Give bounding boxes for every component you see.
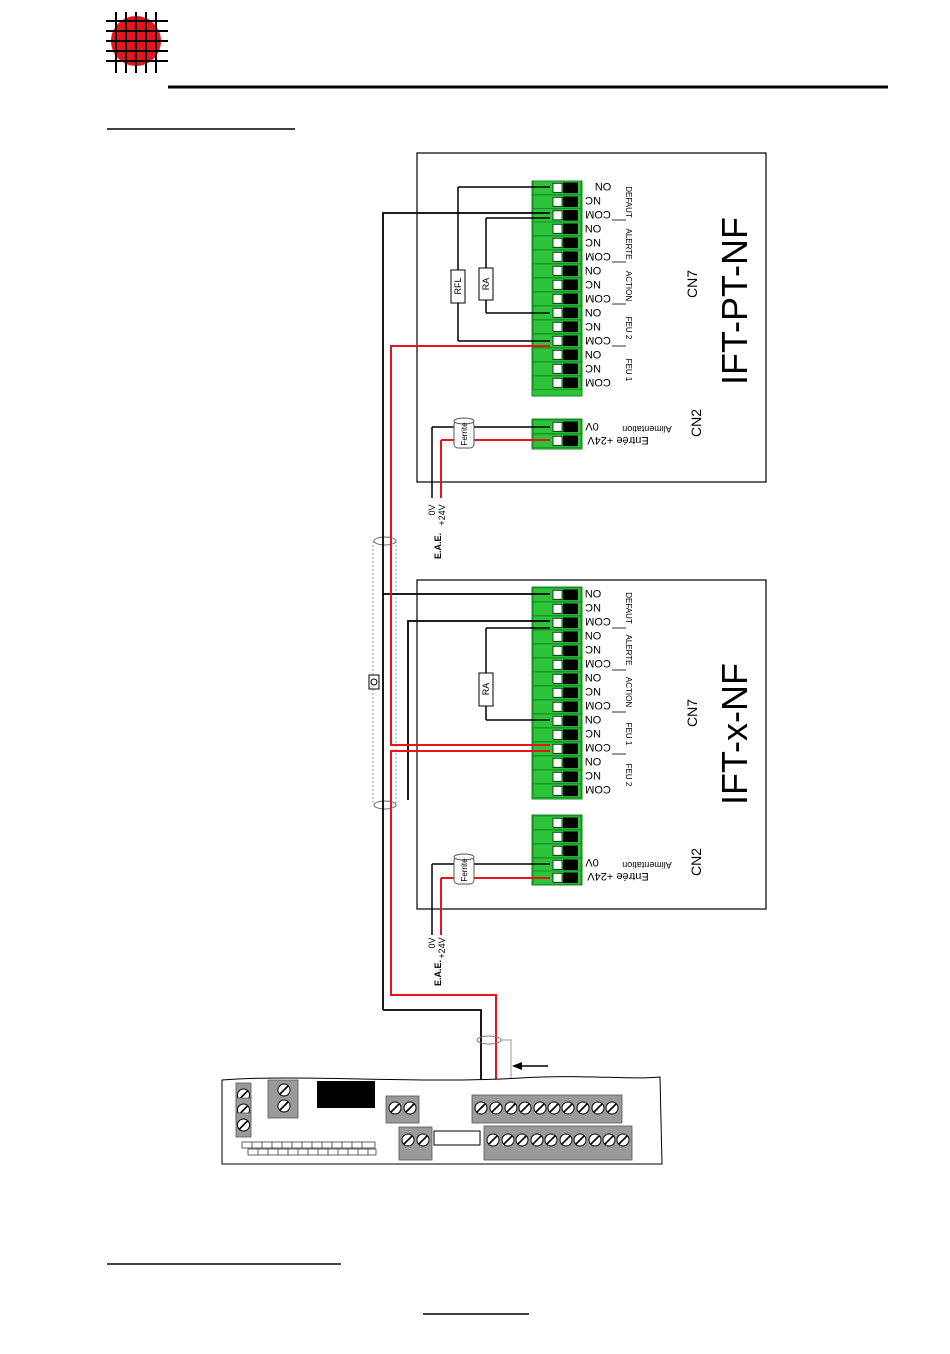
terminal-label: ON	[585, 306, 602, 318]
terminal-label: NC	[585, 769, 601, 781]
power-group-label: Alimentation	[622, 860, 672, 870]
terminal-label: COM	[585, 741, 611, 753]
cn7-terminal-labels: ON NC COM ON NC COM ON NC COM ON NC COM …	[585, 587, 611, 795]
svg-text:0V: 0V	[427, 937, 437, 948]
cn7-connector	[531, 586, 583, 800]
cn2-labels: 0V Entrée +24V Alimentation	[585, 420, 672, 446]
svg-text:+24V: +24V	[437, 504, 447, 525]
svg-text:E.A.E.: E.A.E.	[433, 533, 443, 559]
terminal-label: ON	[585, 755, 602, 767]
terminal-label: COM	[585, 783, 611, 795]
cn7-group-labels: DEFAUT ALERTE ACTION FEU 2 FEU 1	[612, 186, 633, 382]
group-label: ALERTE	[624, 635, 633, 666]
panel-ift-x-nf: ON NC COM ON NC COM ON NC COM ON NC COM …	[416, 579, 767, 986]
terminal-label: COM	[585, 250, 611, 262]
power-terminal-label: Entrée +24V	[587, 434, 649, 446]
terminal-label: NC	[585, 320, 601, 332]
svg-text:RFL: RFL	[453, 277, 463, 294]
terminal-label: ON	[585, 222, 602, 234]
terminal-label: COM	[585, 376, 611, 388]
power-terminal-label: 0V	[585, 420, 599, 432]
cn2-labels: 0V Entrée +24V Alimentation	[585, 856, 672, 882]
terminal-label: ON	[595, 180, 612, 192]
terminal-label: ON	[585, 348, 602, 360]
svg-text:0V: 0V	[427, 504, 437, 515]
group-label: FEU 2	[624, 317, 633, 340]
terminal-label: ON	[585, 264, 602, 276]
supply-labels: 0V +24V E.A.E.	[427, 937, 447, 986]
group-label: FEU 1	[624, 359, 633, 382]
terminal-label: NC	[585, 601, 601, 613]
terminal-label: COM	[585, 657, 611, 669]
terminal-label: NC	[585, 362, 601, 374]
group-label: FEU 1	[624, 723, 633, 746]
cn2-label: CN2	[688, 409, 704, 437]
interconnect-wires	[382, 212, 550, 1107]
terminal-label: NC	[585, 236, 601, 248]
resistor-ra: RA	[478, 627, 550, 721]
terminal-label: NC	[585, 685, 601, 697]
cn7-label: CN7	[684, 270, 700, 298]
group-label: ACTION	[624, 677, 633, 707]
power-terminal-label: 0V	[585, 856, 599, 868]
cn2-label: CN2	[688, 848, 704, 876]
group-label: FEU 2	[624, 764, 633, 787]
cn7-connector	[531, 180, 583, 397]
terminal-label: ON	[585, 713, 602, 725]
group-label: ACTION	[624, 271, 633, 301]
group-label: DEFAUT	[624, 592, 633, 624]
panel-ift-pt-nf: ON NC COM ON NC COM ON NC COM ON NC COM …	[416, 152, 767, 559]
cn7-terminal-labels: ON NC COM ON NC COM ON NC COM ON NC COM …	[585, 180, 612, 388]
terminal-label: NC	[585, 727, 601, 739]
panel-title: IFT-PT-NF	[714, 217, 755, 385]
cn2-connector	[531, 814, 583, 886]
cn7-label: CN7	[684, 699, 700, 727]
svg-text:Ferrite: Ferrite	[460, 422, 469, 446]
terminal-label: ON	[585, 587, 602, 599]
terminal-label: NC	[585, 278, 601, 290]
ferrite: Ferrite	[431, 417, 550, 498]
terminal-label: ON	[585, 629, 602, 641]
svg-text:Ferrite: Ferrite	[460, 858, 469, 882]
supply-labels: 0V +24V E.A.E.	[427, 504, 447, 559]
power-terminal-label: Entrée +24V	[587, 870, 649, 882]
svg-text:RA: RA	[481, 683, 491, 696]
company-logo-icon	[106, 12, 168, 73]
cn2-connector	[531, 418, 583, 450]
terminal-label: ON	[585, 671, 602, 683]
power-group-label: Alimentation	[622, 424, 672, 434]
ferrite: Ferrite	[431, 853, 550, 935]
resistor-ra: RA	[478, 217, 550, 314]
panel-title: IFT-x-NF	[714, 663, 755, 805]
terminal-label: COM	[585, 615, 611, 627]
svg-text:E.A.E.: E.A.E.	[433, 960, 443, 986]
terminal-label: COM	[585, 208, 611, 220]
terminal-label: NC	[585, 643, 601, 655]
cable-shield	[368, 536, 397, 810]
terminal-label: NC	[585, 194, 601, 206]
svg-text:+24V: +24V	[437, 937, 447, 958]
terminal-label: COM	[585, 699, 611, 711]
terminal-label: COM	[585, 334, 611, 346]
control-board	[221, 1076, 663, 1165]
terminal-label: COM	[585, 292, 611, 304]
group-label: DEFAUT	[624, 186, 633, 218]
group-label: ALERTE	[624, 229, 633, 260]
cn7-group-labels: DEFAUT ALERTE ACTION FEU 1 FEU 2	[612, 592, 633, 787]
svg-text:RA: RA	[481, 278, 491, 291]
